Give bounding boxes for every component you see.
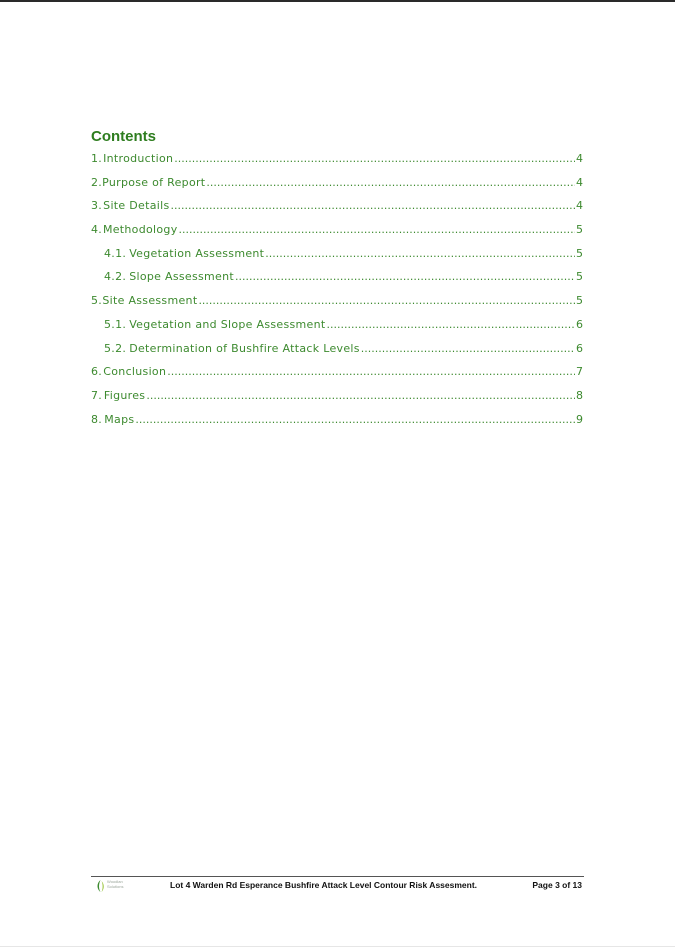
toc-entry-number: 6. [91, 365, 103, 379]
toc-dot-leader [135, 413, 575, 426]
leaf-logo-icon [97, 880, 104, 892]
toc-entry-title: Purpose of Report [102, 175, 206, 189]
toc-entry-4-1[interactable]: 4.1. Vegetation Assessment 5 [91, 247, 583, 271]
company-logo: Woodlan Solutions [95, 879, 155, 893]
toc-dot-leader [206, 176, 575, 189]
toc-entry-number: 5.2. [104, 341, 127, 355]
toc-entry-title: Figures [103, 388, 146, 402]
toc-entry-title: Conclusion [103, 365, 167, 379]
toc-entry-page: 4 [576, 199, 583, 213]
toc-dot-leader [146, 389, 575, 402]
contents-heading: Contents [91, 128, 156, 145]
toc-entry-title: Vegetation Assessment [129, 246, 265, 260]
toc-entry-8[interactable]: 8. Maps 9 [91, 413, 583, 437]
toc-entry-title: Site Details [103, 199, 170, 213]
toc-entry-number: 3. [91, 199, 103, 213]
toc-entry-5-2[interactable]: 5.2. Determination of Bushfire Attack Le… [91, 342, 583, 366]
toc-entry-1[interactable]: 1. Introduction 4 [91, 152, 583, 176]
toc-entry-page: 6 [576, 341, 583, 355]
toc-entry-2[interactable]: 2. Purpose of Report 4 [91, 176, 583, 200]
toc-entry-number: 5.1. [104, 317, 127, 331]
toc-entry-page: 6 [576, 317, 583, 331]
toc-entry-page: 7 [576, 365, 583, 379]
toc-entry-page: 5 [576, 294, 583, 308]
toc-entry-number: 7. [91, 388, 103, 402]
logo-text-line2: Solutions [107, 884, 124, 889]
toc-dot-leader [179, 223, 575, 236]
toc-dot-leader [198, 294, 575, 307]
footer-page-number: Page 3 of 13 [532, 880, 582, 890]
toc-entry-7[interactable]: 7. Figures 8 [91, 389, 583, 413]
toc-entry-5[interactable]: 5. Site Assessment 5 [91, 294, 583, 318]
toc-entry-page: 5 [576, 270, 583, 284]
table-of-contents: 1. Introduction 4 2. Purpose of Report 4… [91, 152, 583, 436]
toc-entry-3[interactable]: 3. Site Details 4 [91, 199, 583, 223]
toc-dot-leader [265, 247, 575, 260]
toc-entry-page: 4 [576, 152, 583, 165]
toc-entry-page: 9 [576, 412, 583, 426]
toc-entry-4[interactable]: 4. Methodology 5 [91, 223, 583, 247]
toc-dot-leader [167, 365, 575, 378]
toc-entry-number: 2. [91, 175, 103, 189]
footer-rule [91, 876, 584, 877]
toc-entry-number: 8. [91, 412, 103, 426]
footer-document-title: Lot 4 Warden Rd Esperance Bushfire Attac… [170, 880, 478, 890]
toc-entry-number: 5. [91, 294, 103, 308]
toc-entry-title: Introduction [103, 152, 174, 165]
toc-entry-title: Slope Assessment [129, 270, 235, 284]
page-footer: Woodlan Solutions Lot 4 Warden Rd Espera… [91, 879, 584, 893]
toc-entry-number: 4.2. [104, 270, 127, 284]
toc-dot-leader [235, 270, 575, 283]
logo-text-line1: Woodlan [107, 879, 123, 884]
toc-entry-title: Vegetation and Slope Assessment [129, 317, 326, 331]
toc-dot-leader [327, 318, 575, 331]
toc-entry-title: Methodology [102, 223, 178, 237]
toc-entry-page: 8 [576, 388, 583, 402]
toc-entry-page: 5 [576, 246, 583, 260]
toc-entry-number: 4. [91, 223, 103, 237]
toc-entry-number: 4.1. [104, 246, 127, 260]
toc-dot-leader [361, 342, 575, 355]
toc-entry-5-1[interactable]: 5.1. Vegetation and Slope Assessment 6 [91, 318, 583, 342]
top-edge-rule [0, 0, 675, 2]
toc-entry-title: Maps [104, 412, 135, 426]
toc-entry-number: 1. [91, 152, 103, 165]
toc-dot-leader [171, 199, 575, 212]
toc-entry-6[interactable]: 6. Conclusion 7 [91, 365, 583, 389]
toc-entry-page: 5 [576, 223, 583, 237]
toc-entry-4-2[interactable]: 4.2. Slope Assessment 5 [91, 270, 583, 294]
toc-entry-title: Site Assessment [102, 294, 198, 308]
toc-entry-page: 4 [576, 175, 583, 189]
toc-dot-leader [174, 152, 575, 165]
toc-entry-title: Determination of Bushfire Attack Levels [129, 341, 360, 355]
bottom-edge-rule [0, 946, 675, 947]
